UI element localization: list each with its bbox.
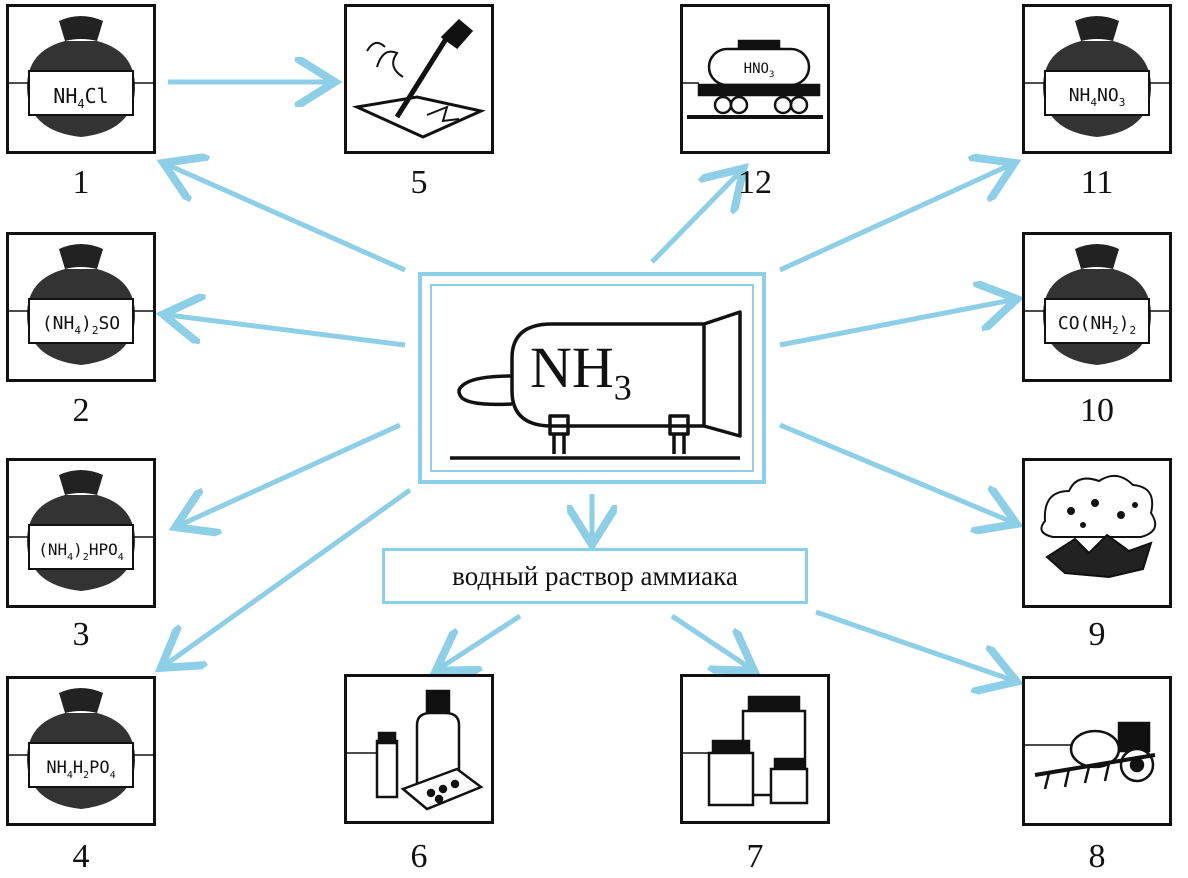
tile-nitric-acid: HNO3 (680, 4, 830, 154)
tile-explosives (1022, 458, 1172, 608)
fertilizer-bag-icon: (NH4)2HPO4 (9, 470, 153, 591)
tile-agriculture-sprayer (1022, 676, 1172, 826)
fertilizer-bag-icon: CO(NH2)2 (1025, 244, 1169, 365)
ammonia-tank-frame (430, 284, 754, 472)
fertilizer-bag-icon: (NH4)2SO (9, 244, 153, 365)
tile-number: 7 (746, 838, 764, 875)
arrow-to-9 (779, 422, 1012, 522)
soldering-icon (351, 18, 486, 139)
tile-number: 5 (410, 164, 428, 201)
tile-soldering (344, 4, 494, 154)
arrow-to-3 (180, 422, 402, 525)
tile-number: 8 (1088, 838, 1106, 875)
tile-number: 9 (1088, 616, 1106, 653)
tile-number: 2 (72, 392, 90, 429)
tile-medicine (344, 674, 494, 824)
tile-urea: CO(NH2)2 (1022, 232, 1172, 382)
explosion-icon (1040, 474, 1157, 579)
tile-number: 1 (72, 164, 90, 201)
svg-text:(NH4)2SO: (NH4)2SO (42, 313, 120, 337)
tile-ammonium-nitrate: NH4NO3 (1022, 4, 1172, 154)
svg-text:CO(NH2)2: CO(NH2)2 (1058, 313, 1136, 337)
tile-number: 10 (1080, 392, 1114, 429)
ammonia-tank-icon (450, 310, 742, 460)
tile-number: 4 (72, 838, 90, 875)
ammonia-formula: NH3 (530, 335, 632, 408)
tile-number: 6 (410, 838, 428, 875)
arrow-to-7 (670, 613, 750, 668)
ammonia-tank-box: NH3 (418, 272, 766, 484)
svg-text:NH4NO3: NH4NO3 (1069, 85, 1126, 109)
tile-number: 12 (738, 164, 772, 201)
tile-ammonium-chloride: NH4Cl (6, 4, 156, 154)
fertilizer-bag-icon: NH4Cl (9, 16, 153, 137)
tile-ammonium-hydrogen-phosphate: (NH4)2HPO4 (6, 458, 156, 608)
arrow-to-8 (815, 609, 1012, 680)
tile-cosmetics (680, 674, 830, 824)
svg-text:HNO3: HNO3 (744, 61, 775, 80)
tile-number: 3 (72, 616, 90, 653)
arrow-to-6 (440, 613, 522, 668)
arrow-to-10 (779, 300, 1012, 348)
svg-text:NH4H2PO4: NH4H2PO4 (46, 758, 115, 781)
tile-number: 11 (1080, 164, 1114, 201)
fertilizer-bag-icon: NH4H2PO4 (9, 688, 153, 809)
tile-ammonium-sulfate: (NH4)2SO (6, 232, 156, 382)
svg-text:(NH4)2HPO4: (NH4)2HPO4 (38, 540, 124, 563)
medicine-icon (347, 689, 484, 811)
arrow-to-2 (168, 315, 406, 348)
fertilizer-bag-icon: NH4NO3 (1025, 16, 1169, 137)
tractor-sprayer-icon (1025, 721, 1156, 790)
ammonia-solution-box: водный раствор аммиака (382, 548, 808, 604)
arrow-to-4 (165, 487, 412, 665)
cosmetics-jars-icon (683, 695, 809, 807)
tank-car-icon: HNO3 (683, 39, 823, 119)
tile-ammonium-dihydrogen-phosphate: NH4H2PO4 (6, 676, 156, 826)
svg-text:NH4Cl: NH4Cl (53, 84, 108, 111)
